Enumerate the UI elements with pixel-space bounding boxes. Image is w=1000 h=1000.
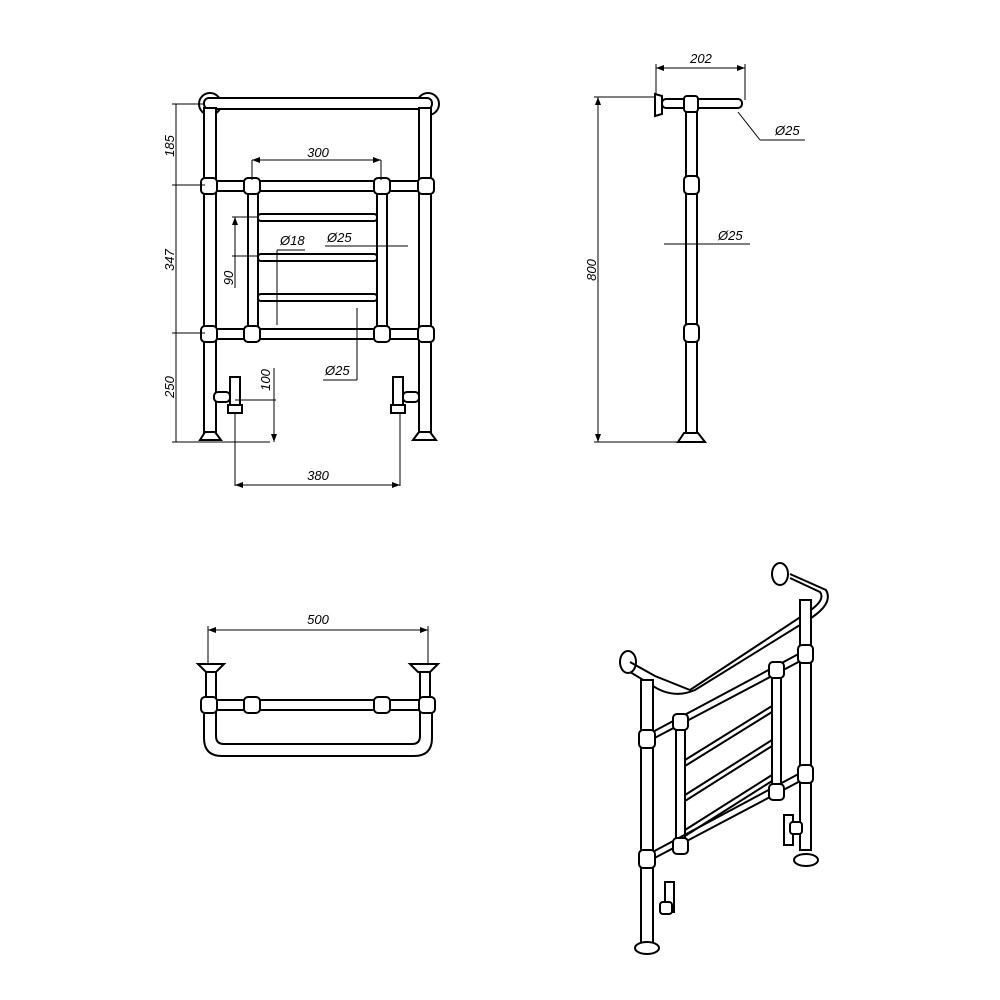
dim-250: 250	[162, 375, 177, 398]
dim-post-diameter: Ø25	[326, 230, 352, 245]
side-view: 202 Ø25 Ø25 800	[584, 51, 805, 443]
dim-bar-diameter: Ø25	[324, 363, 350, 378]
dim-100: 100	[258, 368, 273, 390]
valve-left	[213, 376, 243, 414]
dim-top-diameter: Ø25	[774, 123, 800, 138]
dim-185: 185	[162, 134, 177, 156]
front-view: 185 347 250 300 Ø18 Ø25 90 Ø25 100 380	[162, 92, 440, 488]
dim-380: 380	[307, 468, 329, 483]
top-view: 500	[195, 612, 441, 757]
dim-347: 347	[162, 248, 177, 270]
dim-90: 90	[221, 270, 236, 285]
dim-side-post-diameter: Ø25	[717, 228, 743, 243]
dim-300: 300	[307, 145, 329, 160]
dim-800: 800	[584, 258, 599, 280]
dim-500: 500	[307, 612, 329, 627]
dim-rail-diameter: Ø18	[279, 233, 305, 248]
valve-right	[390, 376, 420, 414]
dim-202: 202	[689, 51, 712, 66]
isometric-view	[619, 562, 829, 955]
